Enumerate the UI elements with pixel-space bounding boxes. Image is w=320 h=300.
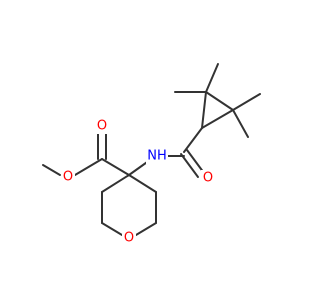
atom-ring-o-label: O <box>124 231 134 246</box>
bond-amide-double-2 <box>186 149 205 174</box>
bond-carbonyl-quat <box>101 158 130 176</box>
bonds <box>42 63 261 236</box>
atom-amide-o-label: O <box>203 171 213 186</box>
bond-amide-double-1 <box>180 153 199 178</box>
bond-o-carbonyl <box>74 158 103 176</box>
bond-methyl-o <box>42 164 61 176</box>
atom-nh-label: NH <box>147 149 167 164</box>
bond-ring-3 <box>101 222 123 236</box>
atom-ester-o: O <box>61 168 75 185</box>
bond-me-1 <box>205 63 219 93</box>
bond-cp-3 <box>201 109 234 129</box>
bond-amide-cyclopropyl <box>183 127 203 153</box>
bond-cp-1 <box>201 91 207 129</box>
atom-ring-o: O <box>122 230 136 246</box>
atoms: O O NH O O <box>61 118 215 246</box>
atom-carbonyl-o-label: O <box>97 119 107 134</box>
atom-nh: NH <box>146 148 168 164</box>
atom-amide-o: O <box>201 170 215 186</box>
atom-carbonyl-o: O <box>95 118 109 134</box>
bond-me-4 <box>232 109 249 138</box>
bond-cp-2 <box>205 91 234 111</box>
molecule-diagram: O O NH O O <box>42 63 261 246</box>
atom-ester-o-label: O <box>63 170 73 185</box>
bond-ring-4 <box>135 222 157 236</box>
bond-me-3 <box>232 93 261 111</box>
bond-ring-1 <box>101 174 130 193</box>
bond-ring-6 <box>128 174 157 193</box>
